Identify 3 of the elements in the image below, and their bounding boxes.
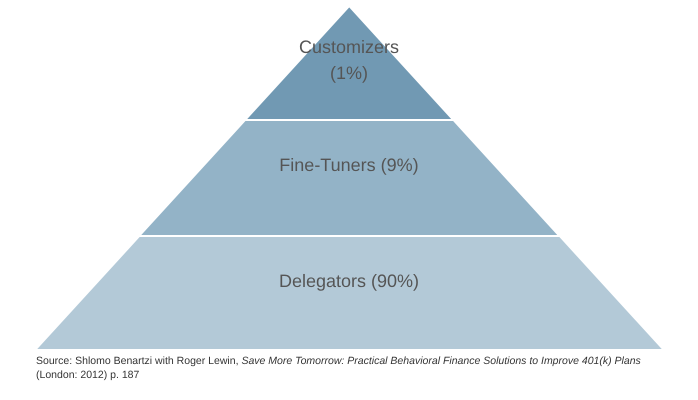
tier-label: Fine-Tuners (9%) (278, 154, 420, 177)
source-caption: Source: Shlomo Benartzi with Roger Lewin, Save More Tomorrow: Practical Behavioral Finance Solutions to Improve 401(k) Plans (London: 2012) p. 187 (36, 354, 642, 382)
tier-label: Delegators (90%) (278, 270, 420, 293)
